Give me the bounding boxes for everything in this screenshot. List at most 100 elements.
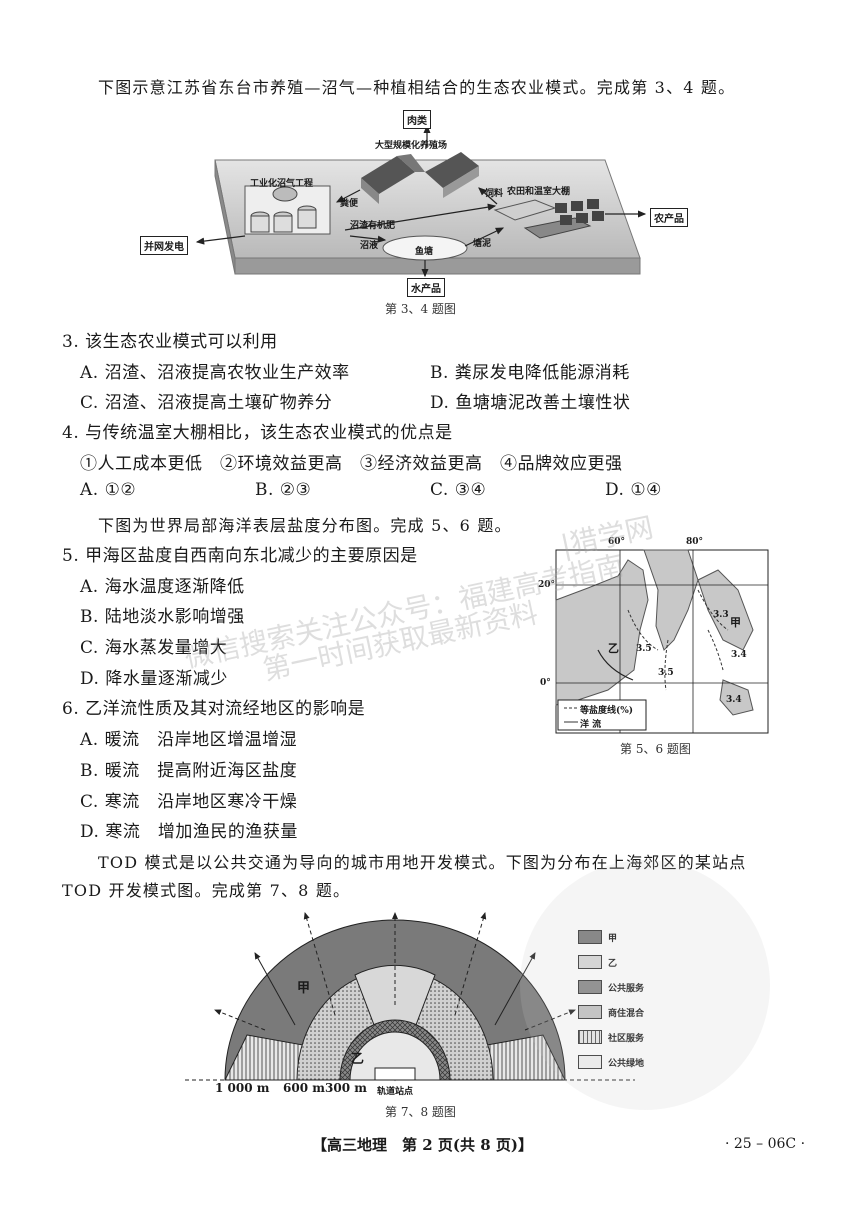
- q3-option-c: C. 沼渣、沼液提高土壤矿物养分: [80, 393, 333, 413]
- iso-value: 3.5: [658, 668, 674, 678]
- henhouse-icon: [361, 152, 479, 204]
- legend-swatch-jia: [578, 930, 602, 944]
- distance-300m: 300 m: [325, 1081, 367, 1095]
- q4-option-b: B. ②③: [255, 480, 312, 500]
- salinity-map-figure: 60° 80° 20° 0° 甲 乙 3.5 3.3 3.5 3.4 3.4 等…: [538, 537, 770, 735]
- legend-label: 公共服务: [608, 984, 645, 994]
- legend-swatch-yi: [578, 955, 602, 969]
- radial-arrow: [303, 912, 336, 1016]
- legend-label: 乙: [608, 959, 618, 969]
- q5-option-b: B. 陆地淡水影响增强: [80, 607, 245, 627]
- question-3-stem: 3. 该生态农业模式可以利用: [62, 332, 278, 352]
- biogas-plant-icon: [244, 185, 331, 235]
- tod-figure: 甲 乙 1 000 m 600 m 300 m 轨道站点: [185, 905, 665, 1100]
- question-5-stem: 5. 甲海区盐度自西南向东北减少的主要原因是: [62, 546, 418, 566]
- iso-value: 3.5: [636, 644, 652, 654]
- radial-arrow: [524, 1009, 576, 1031]
- q5-option-d: D. 降水量逐渐减少: [80, 669, 228, 689]
- label-meat: 肉类: [403, 110, 431, 129]
- radial-arrow: [454, 912, 487, 1016]
- figure-caption-2: 第 5、6 题图: [620, 742, 691, 756]
- eco-agriculture-figure: 肉类 大型规模化养殖场 工业化沼气工程 农田和温室大棚 农产品 并网发电 水产品…: [135, 108, 695, 298]
- label-fish-pond: 鱼塘: [415, 247, 434, 257]
- legend-label: 商住混合: [608, 1009, 645, 1019]
- arrow-feces: [335, 189, 361, 203]
- q6-option-b: B. 暖流 提高附近海区盐度: [80, 761, 298, 781]
- iso-value: 3.3: [713, 610, 729, 620]
- lat-0: 0°: [540, 678, 551, 688]
- isohaline-line: [707, 629, 724, 671]
- eco-agriculture-diagram: [195, 124, 647, 278]
- lon-60: 60°: [608, 537, 626, 547]
- watermark-logo-icon: [520, 860, 770, 1110]
- ocean-current-arrow: [597, 649, 634, 681]
- zone-jia: 甲: [297, 981, 311, 996]
- q6-option-a: A. 暖流 沿岸地区增温增湿: [80, 730, 298, 750]
- page-footer: 【高三地理 第 2 页(共 8 页)】: [312, 1136, 533, 1154]
- distance-600m: 600 m: [283, 1081, 325, 1095]
- legend-current: 洋 流: [580, 720, 602, 730]
- land-island: [719, 679, 754, 716]
- label-aqua-products: 水产品: [407, 278, 445, 297]
- legend-label: 甲: [608, 934, 618, 944]
- isohaline-line: [627, 609, 659, 651]
- arrow-fertilizer: [344, 203, 497, 231]
- label-slurry: 沼液: [360, 241, 379, 251]
- salinity-map: [555, 549, 769, 734]
- figure-caption-1: 第 3、4 题图: [385, 302, 456, 316]
- lat-20: 20°: [538, 580, 556, 590]
- intro-text-2: 下图为世界局部海洋表层盐度分布图。完成 5、6 题。: [98, 516, 512, 535]
- q4-option-c: C. ③④: [430, 480, 487, 500]
- q3-option-b: B. 粪尿发电降低能源消耗: [430, 363, 630, 383]
- sea-area-jia: 甲: [730, 616, 741, 629]
- q4-option-a: A. ①②: [80, 480, 137, 500]
- label-grid-power: 并网发电: [140, 236, 188, 255]
- radial-arrow: [494, 952, 536, 1026]
- q6-option-d: D. 寒流 增加渔民的渔获量: [80, 822, 298, 842]
- q3-option-d: D. 鱼塘塘泥改善土壤性状: [430, 393, 631, 413]
- label-greenhouse: 农田和温室大棚: [507, 187, 571, 197]
- legend-swatch-green-space: [578, 1055, 602, 1069]
- land-southeast-asia: [697, 569, 754, 651]
- arrow-slurry: [349, 235, 387, 243]
- label-feces: 粪便: [340, 199, 359, 209]
- intro-text-3a: TOD 模式是以公共交通为导向的城市用地开发模式。下图为分布在上海郊区的某站点: [98, 853, 747, 872]
- legend-swatch-mixed-use: [578, 1005, 602, 1019]
- figure-caption-3: 第 7、8 题图: [385, 1105, 456, 1119]
- question-6-stem: 6. 乙洋流性质及其对流经地区的影响是: [62, 699, 366, 719]
- map-legend-box: [557, 699, 647, 731]
- arrow-pond-mud: [464, 227, 505, 247]
- iso-value: 3.4: [731, 650, 747, 660]
- exam-code: · 25 – 06C ·: [725, 1136, 806, 1152]
- legend-swatch-public-service: [578, 980, 602, 994]
- intro-text-1: 下图示意江苏省东台市养殖—沼气—种植相结合的生态农业模式。完成第 3、4 题。: [98, 78, 736, 97]
- arrow-grid: [195, 235, 246, 245]
- label-henhouse: 大型规模化养殖场: [375, 141, 448, 151]
- label-feed: 饲料: [485, 189, 504, 199]
- zone-yi: 乙: [351, 1052, 365, 1067]
- q4-items: ①人工成本更低 ②环境效益更高 ③经济效益更高 ④品牌效应更强: [80, 454, 623, 474]
- distance-1000m: 1 000 m: [215, 1081, 270, 1095]
- label-pond-mud: 塘泥: [473, 239, 492, 249]
- radial-arrow: [214, 1009, 266, 1031]
- label-biogas: 工业化沼气工程: [250, 179, 314, 189]
- legend-isohaline: 等盐度线(%): [580, 706, 634, 716]
- isohaline-line: [697, 589, 729, 631]
- station-label: 轨道站点: [377, 1087, 414, 1097]
- current-yi: 乙: [608, 642, 619, 655]
- lon-80: 80°: [686, 537, 704, 547]
- isohaline-line: [664, 639, 669, 691]
- greenhouse-icon: [493, 199, 604, 239]
- label-agri-products: 农产品: [650, 208, 688, 227]
- q6-option-c: C. 寒流 沿岸地区寒冷干燥: [80, 792, 298, 812]
- land-india: [643, 549, 699, 651]
- q5-option-a: A. 海水温度逐渐降低: [80, 577, 245, 597]
- q5-option-c: C. 海水蒸发量增大: [80, 638, 228, 658]
- intro-text-3b: TOD 开发模式图。完成第 7、8 题。: [62, 881, 351, 900]
- radial-arrow: [254, 952, 296, 1026]
- arrow-feed: [478, 187, 498, 205]
- iso-value: 3.4: [726, 695, 742, 705]
- station-box: [374, 1067, 416, 1081]
- legend-swatch-community: [578, 1030, 602, 1044]
- legend-label: 公共绿地: [608, 1059, 645, 1069]
